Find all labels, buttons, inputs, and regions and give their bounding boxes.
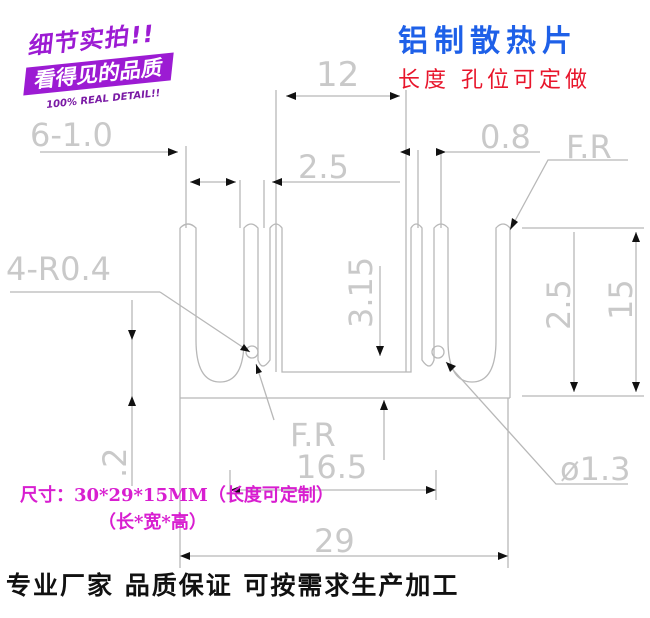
dim-12: 12 [316,55,359,95]
dim-0-8: 0.8 [480,118,531,156]
dim-15: 15 [602,279,640,320]
size-note: 尺寸：30*29*15MM（长度可定制） [20,485,334,506]
dimension-lines [10,95,644,568]
dim-3-15: 3.15 [342,257,380,328]
bottom-slogan: 专业厂家 品质保证 可按需求生产加工 [6,571,460,600]
dim-6-1: 6-1.0 [30,116,113,154]
dim-phi-1-3: ø1.3 [560,450,630,488]
dimension-order-note: （长*宽*高） [98,512,207,533]
dim-0-2: .2 [96,447,134,478]
dim-29: 29 [314,522,355,560]
dim-2-5-side: 2.5 [540,279,578,330]
dim-16-5: 16.5 [296,448,367,486]
label-fr-bottom: F.R [290,416,336,454]
arrowheads [128,92,640,560]
dim-2-5-top: 2.5 [298,148,349,186]
page-subtitle: 长度 孔位可定做 [398,68,591,93]
label-fr-top: F.R [566,128,612,166]
label-4-r0-4: 4-R0.4 [6,250,111,288]
page-title: 铝制散热片 [398,24,578,59]
profile-outline [179,90,511,399]
